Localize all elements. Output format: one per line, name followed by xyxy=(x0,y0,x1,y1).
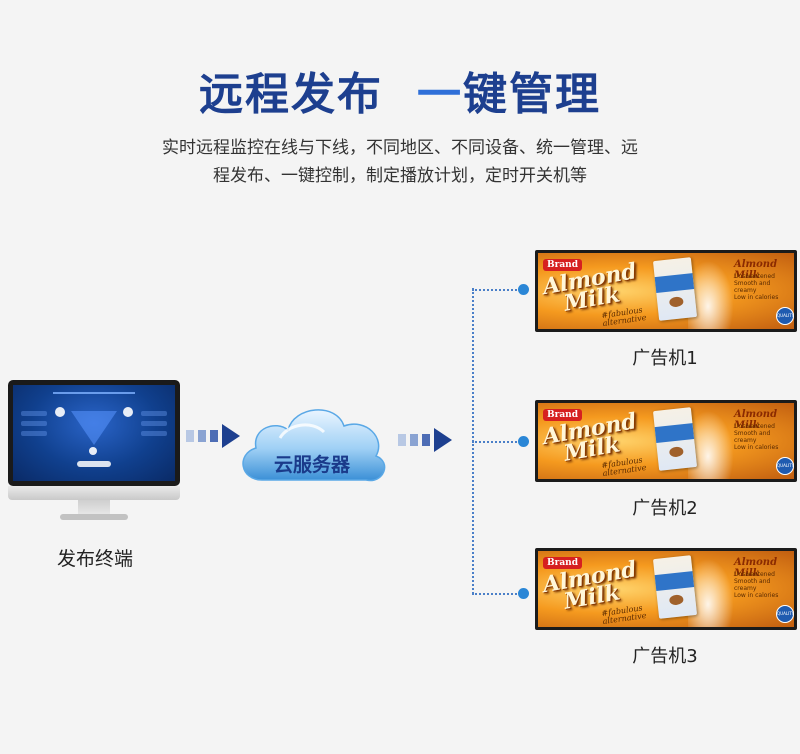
milk-carton-icon xyxy=(652,407,698,471)
ad-brand: Brand xyxy=(543,557,583,569)
carton-band xyxy=(654,571,695,591)
desktop-monitor-icon xyxy=(8,380,180,530)
ad-benefit: Smooth and creamy xyxy=(734,578,771,592)
cloud-shape xyxy=(242,409,386,482)
display-label-1: 广告机1 xyxy=(632,348,698,369)
almond-icon xyxy=(668,446,684,458)
arrow-segment xyxy=(210,430,218,442)
monitor-screen xyxy=(13,385,175,481)
ad-brand: Brand xyxy=(543,409,583,421)
arrow-right-icon xyxy=(186,424,256,448)
screen-item xyxy=(141,411,167,416)
connector-dot xyxy=(518,588,529,599)
ad-benefit: Unsweetened xyxy=(734,423,775,430)
monitor-base xyxy=(60,514,128,520)
title-part2: 一键管理 xyxy=(417,69,601,120)
cloud-label: 云服务器 xyxy=(273,454,350,476)
terminal-label: 发布终端 xyxy=(56,548,133,570)
carton-band xyxy=(654,423,695,443)
ad-benefit: Smooth and creamy xyxy=(734,430,771,444)
screen-item xyxy=(21,431,47,436)
subtitle: 实时远程监控在线与下线，不同地区、不同设备、统一管理、远 程发布、一键控制，制定… xyxy=(100,134,700,190)
connector-branch xyxy=(472,289,524,291)
ad-benefit: Low in calories xyxy=(734,444,779,451)
connector-branch xyxy=(472,441,524,443)
quality-badge-icon: QUALITY xyxy=(776,605,794,623)
ad-benefits: Unsweetened Smooth and creamy Low in cal… xyxy=(734,571,794,599)
title-part2-dash: 一 xyxy=(417,69,463,120)
screen-item xyxy=(141,431,167,436)
display-label-3: 广告机3 xyxy=(632,646,698,667)
ad-benefit: Unsweetened xyxy=(734,571,775,578)
arrow-head xyxy=(222,424,240,448)
arrow-segment xyxy=(186,430,194,442)
connector-dot xyxy=(518,436,529,447)
screen-funnel xyxy=(71,411,117,445)
milk-carton-icon xyxy=(652,257,698,321)
ad-benefit: Unsweetened xyxy=(734,273,775,280)
arrow-head xyxy=(434,428,452,452)
arrow-segment xyxy=(422,434,430,446)
screen-item xyxy=(21,421,47,426)
ad-benefits: Unsweetened Smooth and creamy Low in cal… xyxy=(734,423,794,451)
ad-brand: Brand xyxy=(543,259,583,271)
monitor-frame xyxy=(8,380,180,486)
ad-side-title: Almond Milk xyxy=(734,259,778,281)
screen-header-line xyxy=(53,392,135,394)
title-part2-rest: 键管理 xyxy=(463,69,601,120)
connector-dot xyxy=(518,284,529,295)
ad-side-title: Almond Milk xyxy=(734,557,778,579)
subtitle-line1: 实时远程监控在线与下线，不同地区、不同设备、统一管理、远 xyxy=(162,138,638,158)
arrow-right-icon xyxy=(398,428,468,452)
ad-benefit: Low in calories xyxy=(734,592,779,599)
screen-item xyxy=(141,421,167,426)
quality-badge-icon: QUALITY xyxy=(776,457,794,475)
arrow-segment xyxy=(410,434,418,446)
screen-node xyxy=(55,407,65,417)
milk-splash xyxy=(688,551,738,627)
subtitle-line2: 程发布、一键控制，制定播放计划，定时开关机等 xyxy=(213,166,587,186)
screen-item xyxy=(21,411,47,416)
milk-splash xyxy=(688,253,738,329)
ad-benefit: Smooth and creamy xyxy=(734,280,771,294)
cloud-server-icon: 云服务器 xyxy=(232,398,392,488)
title-part1: 远程发布 xyxy=(199,69,383,120)
milk-carton-icon xyxy=(652,555,698,619)
arrow-segment xyxy=(198,430,206,442)
quality-badge-icon: QUALITY xyxy=(776,307,794,325)
screen-button xyxy=(77,461,111,467)
milk-splash xyxy=(688,403,738,479)
carton-band xyxy=(654,273,695,293)
screen-node xyxy=(89,447,97,455)
almond-icon xyxy=(668,594,684,606)
arrow-segment xyxy=(398,434,406,446)
screen-node xyxy=(123,407,133,417)
monitor-stand xyxy=(78,500,110,514)
ad-benefits: Unsweetened Smooth and creamy Low in cal… xyxy=(734,273,794,301)
display-label-2: 广告机2 xyxy=(632,498,698,519)
almond-icon xyxy=(668,296,684,308)
ad-benefit: Low in calories xyxy=(734,294,779,301)
connector-branch xyxy=(472,593,524,595)
monitor-chin xyxy=(8,486,180,500)
ad-side-title: Almond Milk xyxy=(734,409,778,431)
page-title: 远程发布一键管理 xyxy=(0,58,800,122)
